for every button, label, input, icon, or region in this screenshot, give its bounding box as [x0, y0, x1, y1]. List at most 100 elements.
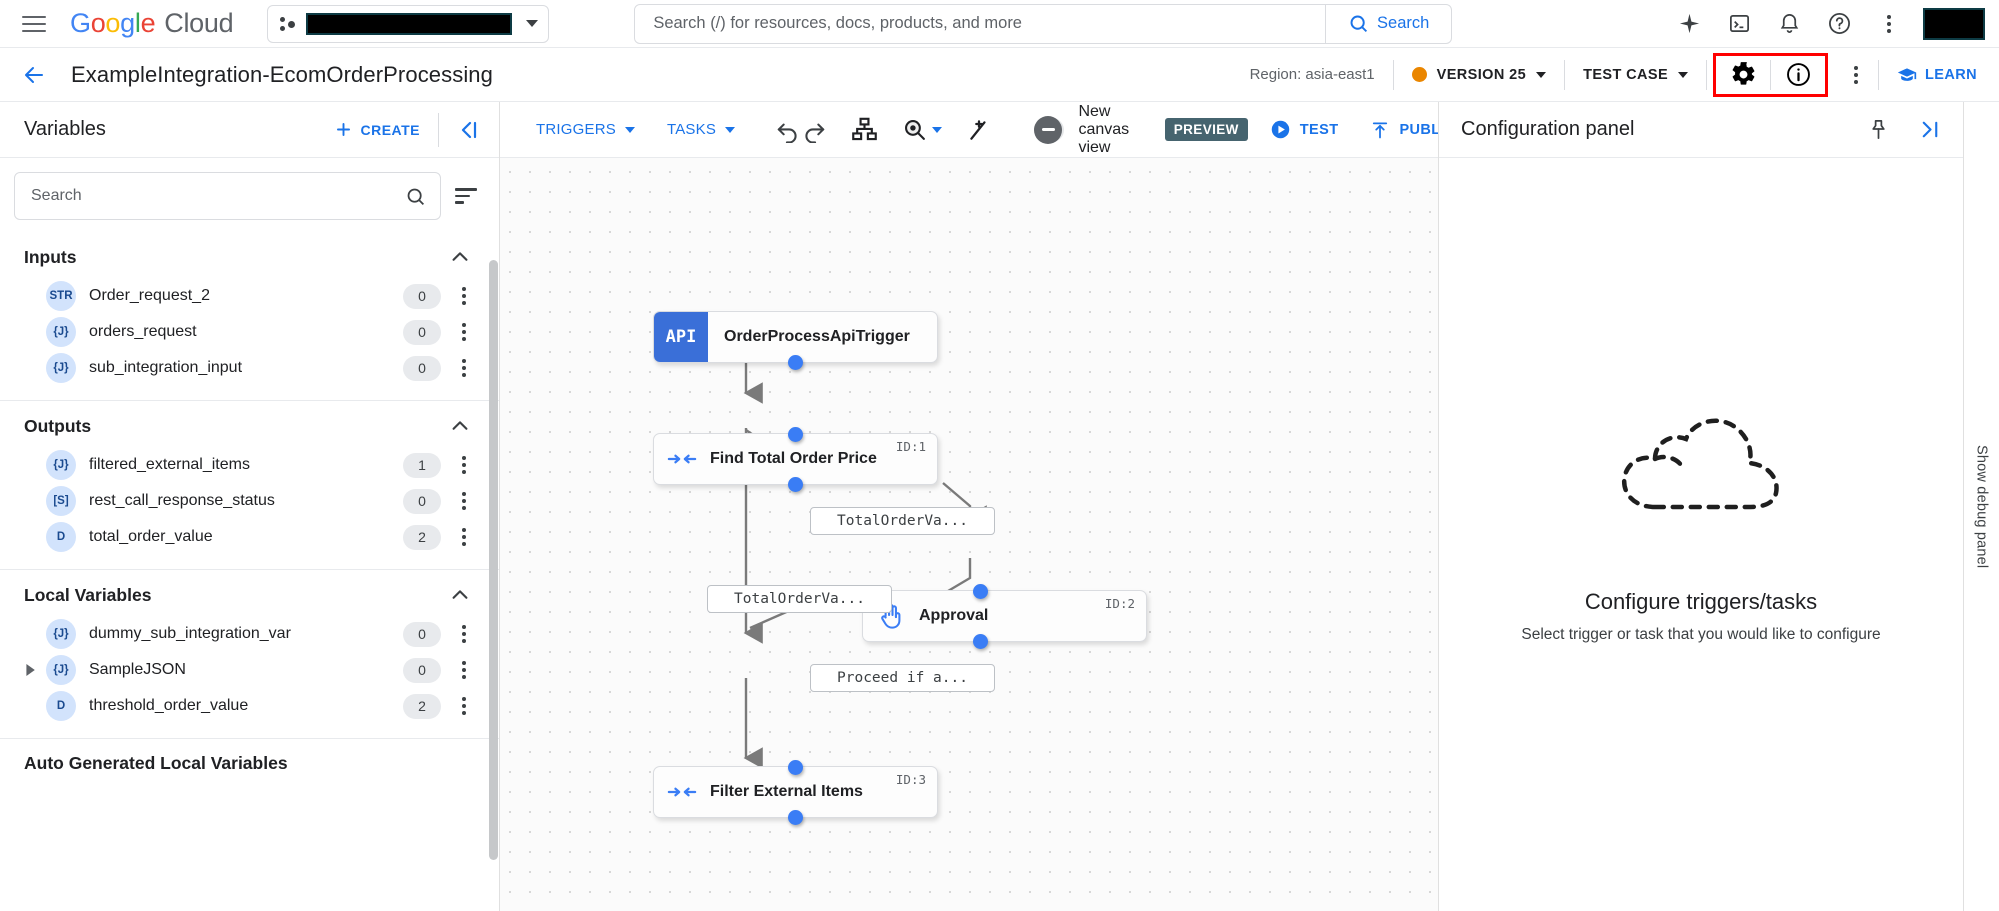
variable-name: filtered_external_items	[89, 456, 250, 473]
row-more-vert-icon[interactable]	[449, 456, 479, 474]
hamburger-menu-icon[interactable]	[10, 0, 58, 48]
search-input[interactable]	[635, 4, 1326, 43]
test-case-selector[interactable]: TEST CASE	[1565, 67, 1706, 83]
node-output-port[interactable]	[973, 633, 988, 649]
publish-button[interactable]: PUBLISH	[1354, 120, 1438, 140]
chevron-down-icon	[624, 126, 635, 133]
avatar[interactable]	[1923, 7, 1985, 40]
new-canvas-view-toggle[interactable]	[1034, 115, 1065, 144]
list-item[interactable]: STR Order_request_2 0	[0, 278, 499, 314]
list-item[interactable]: {J} orders_request 0	[0, 314, 499, 350]
global-search[interactable]: Search	[634, 3, 1453, 44]
row-more-vert-icon[interactable]	[449, 287, 479, 305]
list-item[interactable]: D total_order_value 2	[0, 519, 499, 555]
list-item[interactable]: D threshold_order_value 2	[0, 688, 499, 724]
topbar-more-vert-icon[interactable]	[1867, 2, 1911, 46]
row-more-vert-icon[interactable]	[449, 528, 479, 546]
variables-section-inputs: Inputs STR Order_request_2 0	[0, 232, 499, 401]
chevron-up-icon[interactable]	[449, 415, 471, 437]
variables-scrollbar[interactable]	[489, 232, 498, 911]
collapse-panel-icon[interactable]	[1913, 113, 1947, 147]
row-more-vert-icon[interactable]	[449, 492, 479, 510]
settings-button[interactable]	[1716, 56, 1770, 94]
chevron-up-icon[interactable]	[449, 246, 471, 268]
redo-button[interactable]	[801, 107, 827, 153]
tasks-menu[interactable]: TASKS	[651, 121, 751, 138]
test-button[interactable]: TEST	[1254, 119, 1355, 140]
notifications-bell-icon[interactable]	[1767, 2, 1811, 46]
variable-name: threshold_order_value	[89, 697, 249, 714]
edge-label[interactable]: Proceed if a...	[810, 664, 995, 692]
list-item[interactable]: {J} sub_integration_input 0	[0, 350, 499, 386]
section-header[interactable]: Inputs	[0, 232, 499, 278]
node-filter-external-items[interactable]: Filter External Items ID:3	[653, 759, 938, 825]
highlighted-icon-group	[1713, 52, 1829, 97]
integration-canvas[interactable]: TRIGGERS TASKS	[500, 102, 1438, 911]
row-more-vert-icon[interactable]	[449, 697, 479, 715]
row-more-vert-icon[interactable]	[449, 323, 479, 341]
cloud-outline-icon	[1621, 418, 1779, 510]
variables-search[interactable]	[14, 172, 441, 220]
create-variable-button[interactable]: CREATE	[334, 120, 438, 139]
zoom-menu[interactable]	[902, 107, 943, 153]
triggers-menu[interactable]: TRIGGERS	[520, 121, 651, 138]
magic-wand-button[interactable]	[966, 107, 992, 153]
back-button[interactable]	[14, 55, 54, 95]
node-find-total-order-price[interactable]: Find Total Order Price ID:1	[653, 426, 938, 492]
project-selector[interactable]	[267, 4, 550, 43]
node-order-process-api-trigger[interactable]: API OrderProcessApiTrigger	[653, 311, 938, 370]
edge-label[interactable]: TotalOrderVa...	[707, 585, 892, 613]
zoom-icon	[905, 120, 925, 140]
pin-panel-icon[interactable]	[1861, 113, 1895, 147]
row-more-vert-icon[interactable]	[449, 661, 479, 679]
variable-count: 0	[403, 488, 441, 514]
variables-panel-header: Variables CREATE	[0, 102, 499, 158]
section-header[interactable]: Local Variables	[0, 570, 499, 616]
api-badge: API	[654, 312, 708, 362]
sort-variables-icon[interactable]	[455, 183, 481, 209]
help-icon[interactable]	[1817, 2, 1861, 46]
row-more-vert-icon[interactable]	[449, 625, 479, 643]
undo-button[interactable]	[775, 107, 801, 153]
learn-button[interactable]: LEARN	[1879, 65, 1999, 85]
school-cap-icon	[1897, 67, 1917, 81]
variable-count: 0	[403, 283, 441, 309]
list-item[interactable]: [S] rest_call_response_status 0	[0, 483, 499, 519]
expand-row-icon[interactable]	[24, 664, 46, 676]
project-icon	[280, 16, 296, 32]
list-item[interactable]: {J} dummy_sub_integration_var 0	[0, 616, 499, 652]
divider	[0, 569, 499, 570]
variables-search-input[interactable]	[31, 187, 405, 205]
node-input-port[interactable]	[973, 583, 988, 599]
gemini-sparkle-icon[interactable]	[1667, 2, 1711, 46]
row-more-vert-icon[interactable]	[449, 359, 479, 377]
info-button[interactable]	[1771, 56, 1825, 94]
collapse-variables-panel-icon[interactable]	[439, 118, 499, 142]
node-output-port[interactable]	[788, 809, 803, 825]
search-button[interactable]: Search	[1325, 4, 1451, 43]
integration-more-vert-icon[interactable]	[1834, 53, 1878, 97]
variable-name: sub_integration_input	[89, 359, 243, 376]
list-item[interactable]: {J} SampleJSON 0	[0, 652, 499, 688]
scrollbar-thumb[interactable]	[489, 260, 498, 860]
variable-count: 0	[403, 355, 441, 381]
variable-type-badge: {J}	[46, 353, 76, 383]
node-input-port[interactable]	[788, 426, 803, 442]
chevron-down-icon	[526, 20, 539, 27]
node-output-port[interactable]	[788, 354, 803, 370]
node-label: OrderProcessApiTrigger	[724, 328, 910, 345]
edge-label[interactable]: TotalOrderVa...	[810, 507, 995, 535]
configuration-panel-empty-state: Configure triggers/tasks Select trigger …	[1439, 158, 1963, 911]
node-approval[interactable]: Approval ID:2	[862, 583, 1147, 649]
node-output-port[interactable]	[788, 476, 803, 492]
version-selector[interactable]: VERSION 25	[1394, 67, 1564, 83]
section-header[interactable]: Auto Generated Local Variables	[0, 739, 499, 784]
section-header[interactable]: Outputs	[0, 401, 499, 447]
variable-name: total_order_value	[89, 528, 213, 545]
cloud-shell-icon[interactable]	[1717, 2, 1761, 46]
show-debug-panel-rail[interactable]: Show debug panel	[1963, 102, 1999, 911]
list-item[interactable]: {J} filtered_external_items 1	[0, 447, 499, 483]
node-input-port[interactable]	[788, 759, 803, 775]
chevron-up-icon[interactable]	[449, 584, 471, 606]
auto-layout-button[interactable]	[851, 107, 878, 153]
